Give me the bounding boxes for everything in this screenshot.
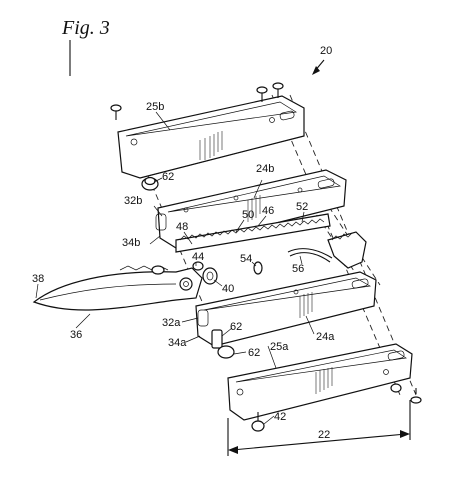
blade-36 bbox=[32, 265, 203, 311]
ref-25a: 25a bbox=[270, 341, 289, 353]
ref-34a: 34a bbox=[168, 337, 187, 349]
screw-42 bbox=[251, 412, 265, 432]
lock-bar-46 bbox=[175, 213, 331, 253]
liner-24a bbox=[195, 271, 377, 347]
ref-44: 44 bbox=[192, 251, 204, 263]
ref-62-mid: 62 bbox=[230, 321, 242, 333]
ref-32b: 32b bbox=[124, 195, 142, 207]
ref-38: 38 bbox=[32, 273, 44, 285]
ref-32a: 32a bbox=[162, 317, 181, 329]
spring-56 bbox=[287, 248, 333, 263]
screw-top-left bbox=[110, 104, 122, 120]
ref-46: 46 bbox=[262, 205, 274, 217]
clip-part-52 bbox=[327, 231, 367, 269]
assembly-pointer bbox=[312, 59, 325, 75]
thumb-stud-44 bbox=[151, 261, 204, 275]
ref-56: 56 bbox=[292, 263, 304, 275]
ref-48: 48 bbox=[176, 221, 188, 233]
ref-52: 52 bbox=[296, 201, 308, 213]
liner-24b bbox=[155, 169, 347, 249]
figure-title: Fig. 3 bbox=[61, 17, 110, 39]
ref-24a: 24a bbox=[316, 331, 335, 343]
ref-40: 40 bbox=[222, 283, 234, 295]
ref-24b: 24b bbox=[256, 163, 274, 175]
screw-bottom-right bbox=[410, 388, 422, 404]
pivot-post-62-top bbox=[141, 176, 159, 191]
ref-34b: 34b bbox=[122, 237, 140, 249]
ref-42: 42 bbox=[274, 411, 286, 423]
pivot-pin-62 bbox=[211, 329, 235, 359]
detent-54 bbox=[253, 261, 263, 275]
screw-bottom-mid bbox=[390, 383, 402, 393]
ref-25b: 25b bbox=[146, 101, 164, 113]
scale-plate-25a bbox=[227, 343, 413, 421]
screw-top-right bbox=[272, 82, 284, 98]
ref-62-low: 62 bbox=[248, 347, 260, 359]
ref-36: 36 bbox=[70, 329, 82, 341]
washer-40 bbox=[202, 267, 218, 285]
scale-plate-25b bbox=[117, 95, 305, 179]
ref-54: 54 bbox=[240, 253, 252, 265]
dimension-line-22 bbox=[227, 400, 411, 456]
screw-top-mid bbox=[256, 86, 268, 102]
leader-lines bbox=[35, 111, 315, 425]
ref-50: 50 bbox=[242, 209, 254, 221]
ref-20: 20 bbox=[320, 45, 332, 57]
ref-22: 22 bbox=[318, 429, 330, 441]
ref-62-top: 62 bbox=[162, 171, 174, 183]
